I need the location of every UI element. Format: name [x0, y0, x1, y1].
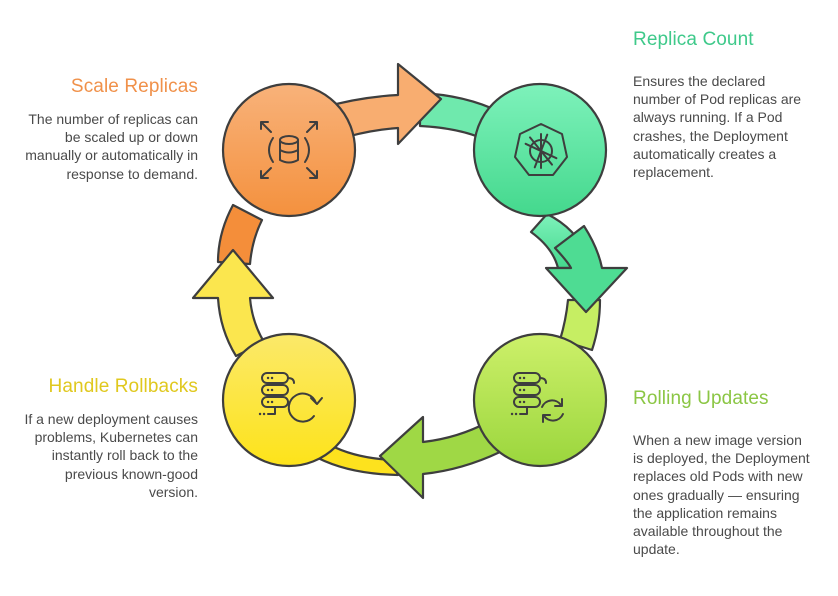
arrow-rolling-to-rollback: [378, 415, 502, 500]
arrow-rollback-to-scale: [191, 248, 275, 358]
arc-band-left: [216, 203, 264, 266]
scale-database-icon: [260, 121, 318, 179]
step-circle-scale-replicas: [221, 82, 357, 218]
step-handle-rollbacks: Handle Rollbacks If a new deployment cau…: [20, 376, 198, 501]
step-title: Scale Replicas: [70, 76, 198, 97]
step-title: Replica Count: [633, 29, 754, 50]
step-description: If a new deployment causes problems, Kub…: [24, 411, 198, 500]
step-description: The number of replicas can be scaled up …: [25, 111, 198, 182]
step-circle-handle-rollbacks: [221, 332, 357, 468]
step-title: Handle Rollbacks: [48, 376, 198, 397]
step-scale-replicas: Scale Replicas The number of replicas ca…: [20, 76, 198, 183]
step-description: Ensures the declared number of Pod repli…: [633, 73, 802, 181]
arrow-count-to-rolling: [544, 224, 629, 314]
step-title: Rolling Updates: [633, 388, 769, 409]
server-sync-icon: [510, 372, 564, 423]
arrow-scale-to-count: [323, 62, 443, 146]
step-description: When a new image version is deployed, th…: [633, 432, 810, 558]
step-replica-count: Replica Count Ensures the declared numbe…: [633, 29, 815, 181]
step-rolling-updates: Rolling Updates When a new image version…: [633, 388, 813, 558]
server-rollback-icon: [258, 372, 323, 423]
kubernetes-helm-icon: [514, 123, 568, 176]
